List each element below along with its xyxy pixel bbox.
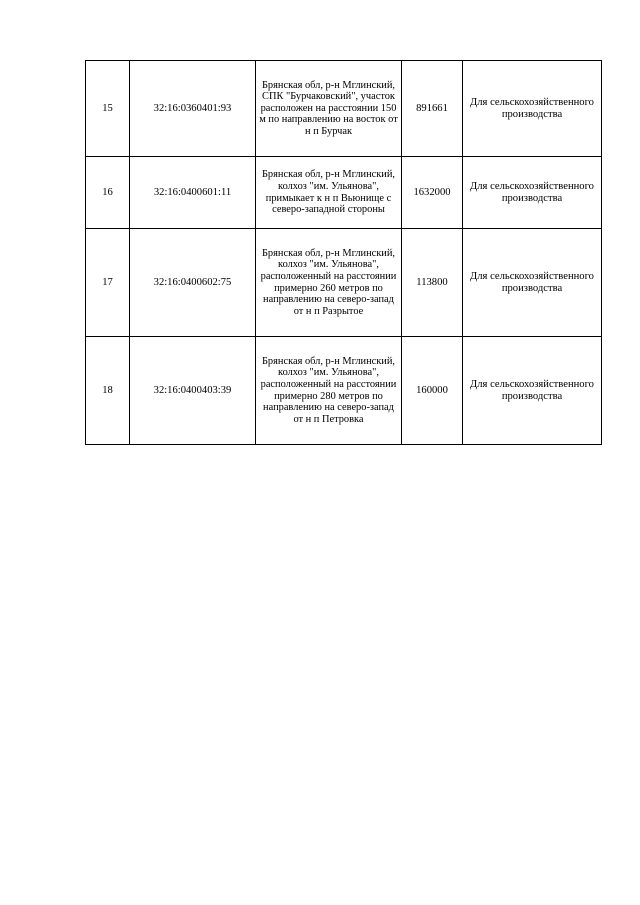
table-row: 16 32:16:0400601:11 Брянская обл, р-н Мг… <box>85 156 602 229</box>
plot-location: Брянская обл, р-н Мглинский, колхоз "им.… <box>255 156 402 229</box>
plot-purpose: Для сельскохозяйственного производства <box>462 156 602 229</box>
plot-purpose: Для сельскохозяйственного производства <box>462 60 602 157</box>
plot-area: 1632000 <box>401 156 463 229</box>
row-number: 16 <box>85 156 130 229</box>
plot-purpose: Для сельскохозяйственного производства <box>462 228 602 337</box>
cadastral-number: 32:16:0400601:11 <box>129 156 256 229</box>
row-number: 17 <box>85 228 130 337</box>
plot-area: 113800 <box>401 228 463 337</box>
plot-purpose: Для сельскохозяйственного производства <box>462 336 602 445</box>
row-number: 15 <box>85 60 130 157</box>
land-plots-table: 15 32:16:0360401:93 Брянская обл, р-н Мг… <box>85 60 602 445</box>
table-row: 15 32:16:0360401:93 Брянская обл, р-н Мг… <box>85 60 602 157</box>
plot-location: Брянская обл, р-н Мглинский, СПК "Бурчак… <box>255 60 402 157</box>
plot-location: Брянская обл, р-н Мглинский, колхоз "им.… <box>255 336 402 445</box>
plot-area: 891661 <box>401 60 463 157</box>
plot-area: 160000 <box>401 336 463 445</box>
plot-location: Брянская обл, р-н Мглинский, колхоз "им.… <box>255 228 402 337</box>
cadastral-number: 32:16:0400403:39 <box>129 336 256 445</box>
cadastral-number: 32:16:0400602:75 <box>129 228 256 337</box>
table-row: 18 32:16:0400403:39 Брянская обл, р-н Мг… <box>85 336 602 445</box>
cadastral-number: 32:16:0360401:93 <box>129 60 256 157</box>
table-row: 17 32:16:0400602:75 Брянская обл, р-н Мг… <box>85 228 602 337</box>
row-number: 18 <box>85 336 130 445</box>
